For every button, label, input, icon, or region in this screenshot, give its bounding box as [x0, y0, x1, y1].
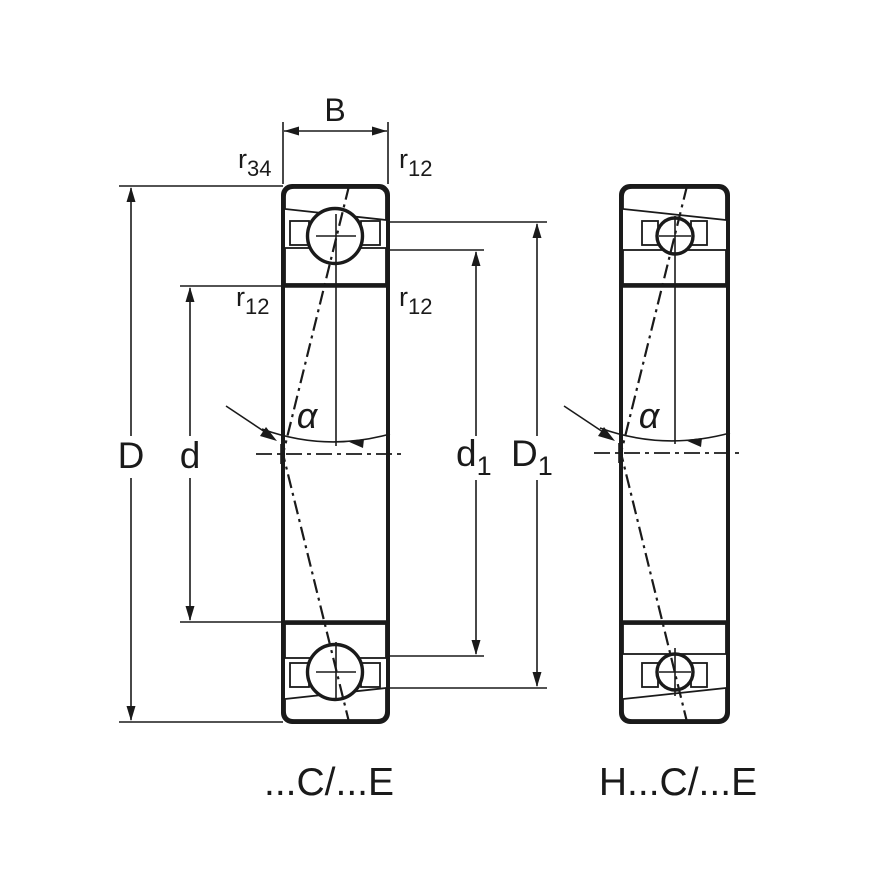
d1-base: d: [456, 433, 477, 474]
left-angle-arc: [261, 428, 391, 443]
r12-tr-subscript: 12: [408, 156, 432, 181]
dimension-outer-diameter-D: D: [118, 185, 283, 723]
dimension-outer-shoulder-D1: D1: [390, 221, 553, 689]
left-contact-angle-line: [281, 185, 351, 723]
d1-subscript: 1: [477, 451, 492, 481]
left-angle-leader-line: [225, 405, 266, 433]
width-label: B: [324, 92, 345, 128]
left-view-caption: ...C/...E: [264, 761, 394, 804]
right-angle-arc-arrowhead: [685, 438, 702, 447]
d-bore-arrowhead-down: [185, 606, 195, 621]
bore-diameter-label: d: [180, 435, 201, 476]
right-angle-leader-line: [563, 405, 604, 433]
d1-arrowhead-down: [471, 640, 481, 655]
left-contact-angle-label: α: [297, 395, 319, 436]
r12-mr-subscript: 12: [408, 294, 432, 319]
outer-shoulder-diameter-label: D1: [511, 433, 553, 481]
D1-subscript: 1: [538, 451, 553, 481]
r12-mr-base: r: [399, 282, 408, 312]
r34-subscript: 34: [247, 156, 271, 181]
r34-base: r: [238, 144, 247, 174]
left-angle-leader-arrowhead: [260, 427, 277, 441]
chamfer-r12-mid-left-label: r12: [236, 282, 269, 319]
D1-arrowhead-up: [532, 223, 542, 238]
chamfer-r12-mid-right-label: r12: [399, 282, 432, 319]
d-outer-arrowhead-down: [126, 706, 136, 721]
d1-arrowhead-up: [471, 251, 481, 266]
right-bearing-section-view: α: [563, 184, 742, 724]
right-angle-leader-arrowhead: [598, 427, 615, 441]
r12-ml-subscript: 12: [245, 294, 269, 319]
right-view-caption: H...C/...E: [599, 761, 757, 804]
right-contact-angle-line: [619, 185, 689, 723]
r12-tr-base: r: [399, 144, 408, 174]
left-bearing-section-view: α: [225, 184, 402, 724]
outer-diameter-label: D: [118, 435, 145, 476]
dimension-inner-shoulder-d1: d1: [390, 249, 492, 657]
r12-ml-base: r: [236, 282, 245, 312]
right-contact-angle-label: α: [639, 395, 661, 436]
chamfer-r12-top-right-label: r12: [399, 144, 432, 181]
d-outer-arrowhead-up: [126, 187, 136, 202]
chamfer-labels: r34 r12 r12 r12: [236, 144, 432, 319]
b-arrowhead-left: [284, 126, 299, 136]
inner-shoulder-diameter-label: d1: [456, 433, 492, 481]
left-angle-arc-arrowhead: [347, 439, 364, 448]
dimension-bore-diameter-d: d: [180, 285, 283, 623]
b-arrowhead-right: [372, 126, 387, 136]
right-angle-arc: [599, 427, 731, 442]
d-bore-arrowhead-up: [185, 287, 195, 302]
dimension-width-B: B: [282, 92, 389, 184]
D1-base: D: [511, 433, 538, 474]
chamfer-r34-label: r34: [238, 144, 271, 181]
D1-arrowhead-down: [532, 672, 542, 687]
